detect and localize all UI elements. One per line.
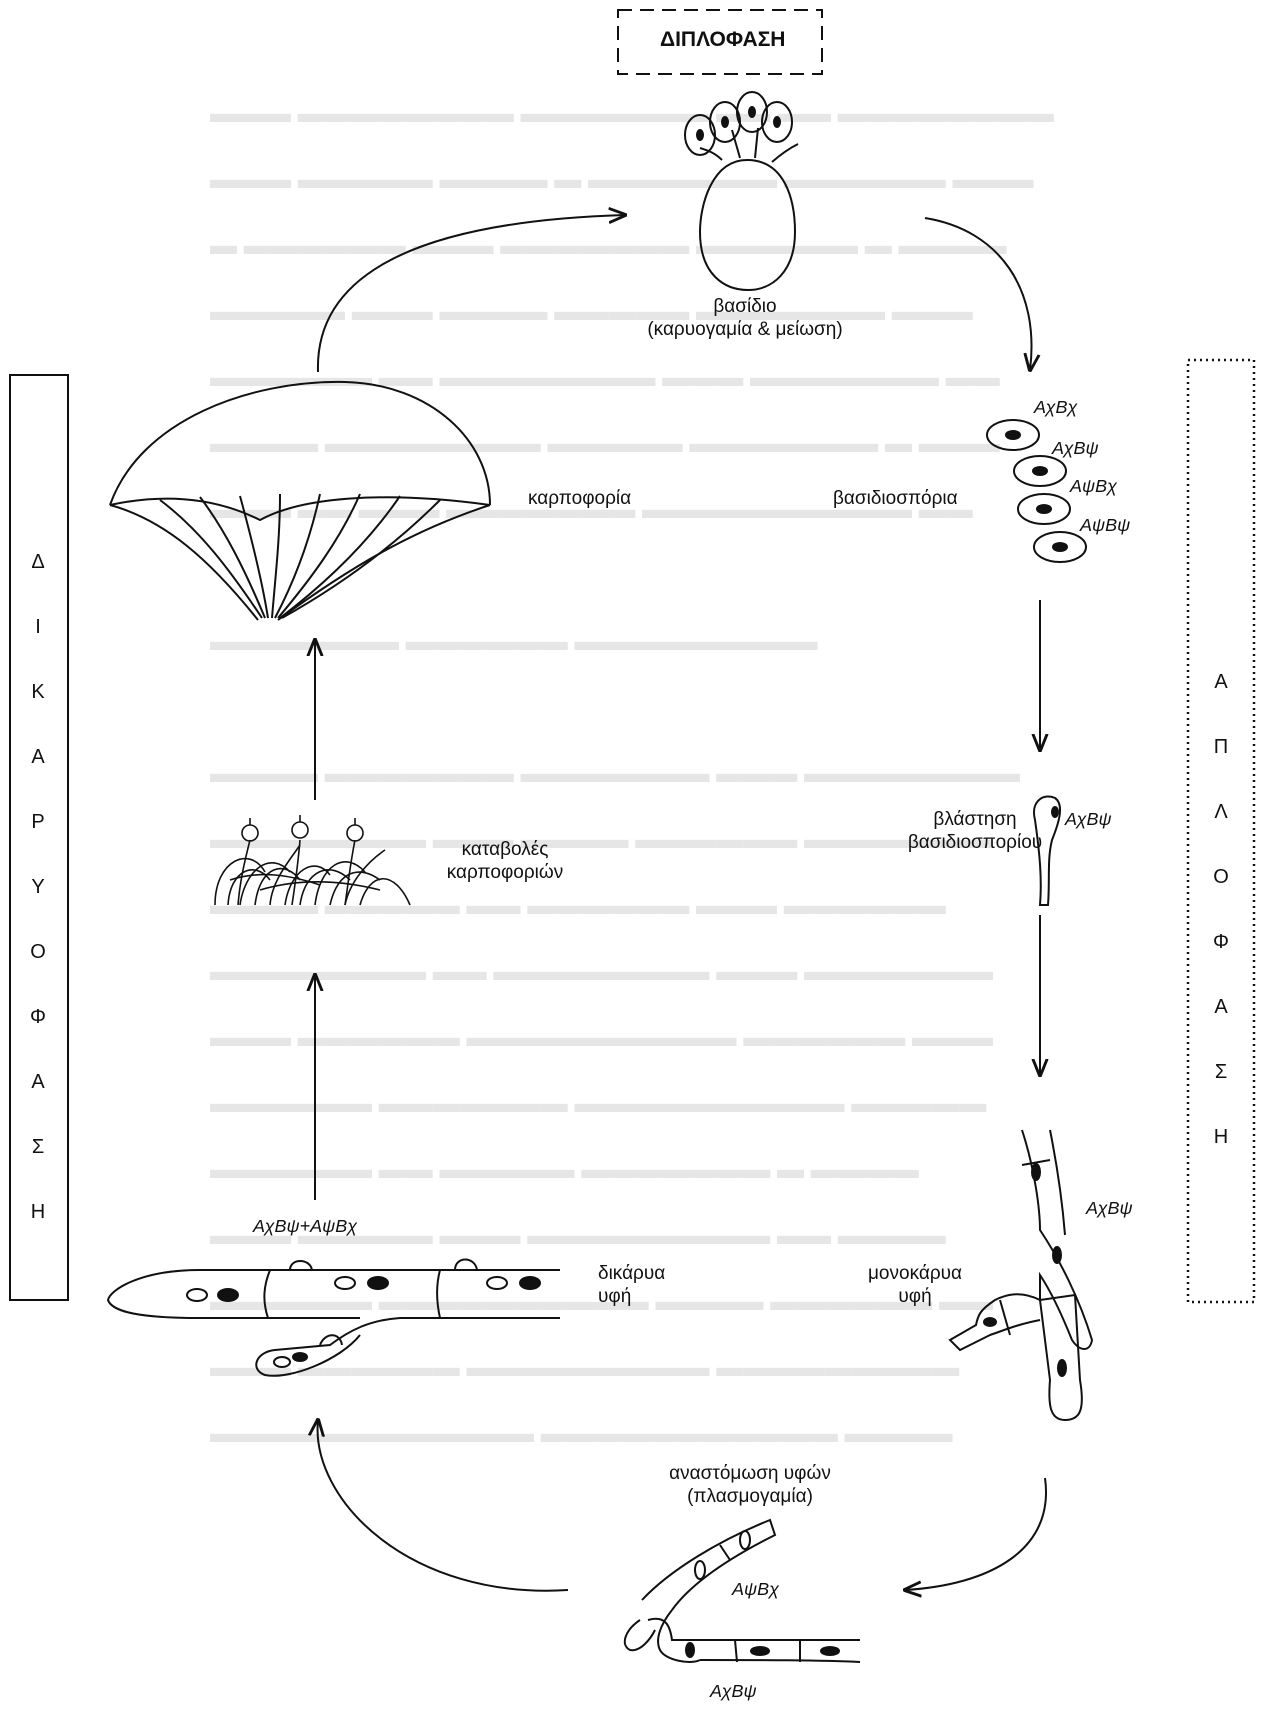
basidium-drawing xyxy=(685,92,798,290)
dikaryophase-letter: Ι xyxy=(35,595,41,660)
dikaryophase-letter: Κ xyxy=(31,660,44,725)
primordia-drawing xyxy=(215,815,410,905)
germination-line-2: βασιδιοσπορίου xyxy=(900,831,1050,854)
dikaryophase-letter: Σ xyxy=(32,1115,44,1180)
haplophase-letter: Λ xyxy=(1214,780,1227,845)
dikaryophase-letter: Α xyxy=(31,1050,44,1115)
dikaryophase-letter: Υ xyxy=(31,855,44,920)
germination-line-1: βλάστηση xyxy=(900,808,1050,831)
dikaryophase-letter: Η xyxy=(31,1180,45,1245)
germination-label: βλάστηση βασιδιοσπορίου xyxy=(900,808,1050,854)
anastomosis-label: αναστόμωση υφών (πλασμογαμία) xyxy=(630,1462,870,1508)
diplophase-label: ΔΙΠΛΟΦΑΣΗ xyxy=(660,28,785,52)
monokaryon-genotype: ΑχΒψ xyxy=(1086,1197,1133,1220)
dikaryotic-label: δικάρυα υφή xyxy=(598,1262,665,1308)
germinating-genotype: ΑχΒψ xyxy=(1065,808,1112,831)
primordia-line-1: καταβολές xyxy=(440,838,570,861)
arrow-fruiting-to-basidium xyxy=(318,215,625,372)
fruiting-body-drawing xyxy=(110,382,490,620)
haplophase-letter: Α xyxy=(1214,650,1227,715)
anastomosis-genotype-lower: ΑχΒψ xyxy=(710,1680,757,1703)
dikaryophase-letter: Α xyxy=(31,725,44,790)
haplophase-letter: Π xyxy=(1214,715,1228,780)
dikaryophase-letter: Φ xyxy=(30,985,46,1050)
haplophase-label: Α Π Λ Ο Φ Α Σ Η xyxy=(1201,650,1241,1170)
monokaryotic-label: μονοκάρυα υφή xyxy=(855,1262,975,1308)
dikaryotic-line-1: δικάρυα xyxy=(598,1262,665,1285)
spore-genotype-1: ΑχΒχ xyxy=(1034,396,1077,419)
arrow-monokaryon-to-anastomosis xyxy=(905,1478,1046,1590)
anastomosis-genotype-upper: ΑψΒχ xyxy=(732,1578,779,1601)
haplophase-letter: Φ xyxy=(1213,910,1229,975)
basidium-note: (καρυογαμία & μείωση) xyxy=(620,318,870,341)
dikaryophase-label: Δ Ι Κ Α Ρ Υ Ο Φ Α Σ Η xyxy=(20,530,56,1245)
arrow-anastomosis-to-dikaryon xyxy=(318,1420,568,1591)
haplophase-letter: Ο xyxy=(1213,845,1229,910)
arrow-basidium-to-spores xyxy=(925,218,1032,370)
spore-genotype-2: ΑχΒψ xyxy=(1052,437,1099,460)
basidium-label: βασίδιο (καρυογαμία & μείωση) xyxy=(620,295,870,341)
dikaryon-genotype: ΑχΒψ+ΑψΒχ xyxy=(253,1215,357,1238)
spore-genotype-3: ΑψΒχ xyxy=(1070,475,1117,498)
dikaryotic-hypha-drawing xyxy=(108,1260,560,1376)
basidiospores-label: βασιδιοσπόρια xyxy=(833,487,958,510)
monokaryotic-line-1: μονοκάρυα xyxy=(855,1262,975,1285)
primordia-label: καταβολές καρποφοριών xyxy=(440,838,570,884)
anastomosis-line-1: αναστόμωση υφών xyxy=(630,1462,870,1485)
dikaryotic-line-2: υφή xyxy=(598,1285,665,1308)
dikaryophase-letter: Δ xyxy=(31,530,44,595)
dikaryophase-letter: Ρ xyxy=(31,790,44,855)
primordia-line-2: καρποφοριών xyxy=(440,861,570,884)
haplophase-letter: Η xyxy=(1214,1105,1228,1170)
fruiting-body-label: καρποφορία xyxy=(528,487,631,510)
dikaryophase-letter: Ο xyxy=(30,920,46,985)
haplophase-letter: Σ xyxy=(1215,1040,1227,1105)
monokaryotic-line-2: υφή xyxy=(855,1285,975,1308)
basidium-title: βασίδιο xyxy=(620,295,870,318)
haplophase-letter: Α xyxy=(1214,975,1227,1040)
spore-genotype-4: ΑψΒψ xyxy=(1080,514,1130,537)
anastomosis-line-2: (πλασμογαμία) xyxy=(630,1485,870,1508)
